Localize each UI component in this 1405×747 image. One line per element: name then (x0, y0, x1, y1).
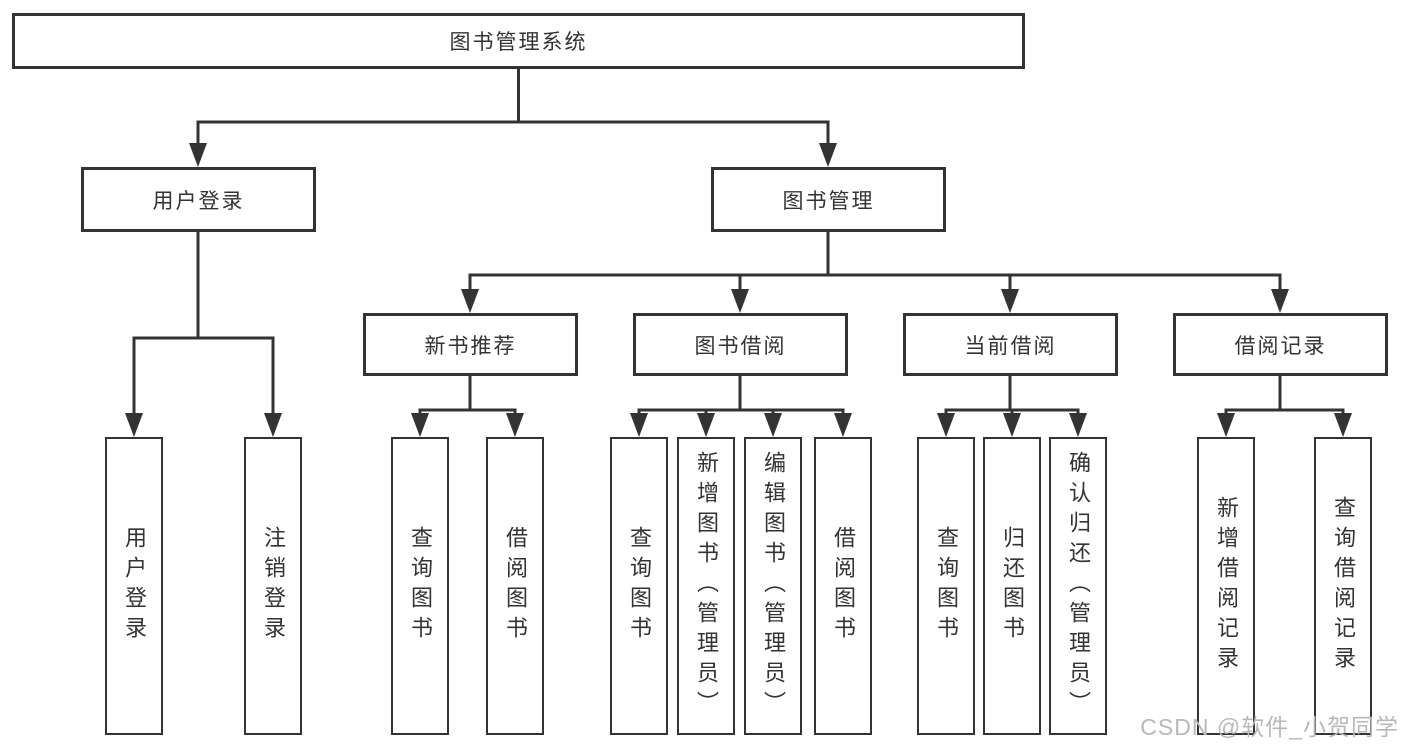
leaf-label: 新增图书（管理员） (694, 451, 719, 721)
leaf-label: 确认归还（管理员） (1066, 451, 1091, 721)
node-library-management-system: 图书管理系统 (12, 13, 1025, 69)
arrow-down-icon (461, 289, 479, 313)
arrow-down-icon (819, 143, 837, 167)
node-borrow-records: 借阅记录 (1173, 313, 1388, 376)
node-label: 图书管理 (782, 189, 875, 213)
node-label: 当前借阅 (964, 334, 1057, 358)
node-book-borrow: 图书借阅 (633, 313, 848, 376)
leaf-borrow-books: 借阅图书 (486, 437, 544, 735)
node-label: 用户登录 (152, 189, 245, 213)
arrow-down-icon (411, 413, 429, 437)
csdn-watermark: CSDN @软件_小贺同学 (1140, 714, 1399, 740)
node-new-book-recommend: 新书推荐 (363, 313, 578, 376)
arrow-down-icon (506, 413, 524, 437)
arrow-down-icon (834, 413, 852, 437)
arrow-down-icon (1217, 413, 1235, 437)
node-label: 图书管理系统 (449, 31, 588, 54)
arrow-down-icon (125, 413, 143, 437)
leaf-query-borrow-record: 查询借阅记录 (1314, 437, 1372, 735)
arrow-down-icon (1334, 413, 1352, 437)
leaf-label: 归还图书 (1000, 526, 1025, 646)
node-label: 借阅记录 (1234, 334, 1327, 358)
node-current-borrow: 当前借阅 (903, 313, 1118, 376)
arrow-down-icon (731, 289, 749, 313)
arrow-down-icon (630, 413, 648, 437)
leaf-edit-books-admin: 编辑图书（管理员） (744, 437, 802, 735)
leaf-query-books: 查询图书 (391, 437, 449, 735)
connector-root-to-level2 (196, 69, 830, 148)
leaf-query-books: 查询图书 (917, 437, 975, 735)
leaf-query-books: 查询图书 (610, 437, 668, 735)
node-label: 新书推荐 (424, 334, 517, 358)
connector-borrow-records-children (1224, 376, 1345, 420)
connector-new-book-children (418, 376, 517, 420)
node-user-login: 用户登录 (81, 167, 316, 232)
arrow-down-icon (1001, 289, 1019, 313)
leaf-return-books: 归还图书 (983, 437, 1041, 735)
connector-book-borrow-children (637, 376, 845, 420)
leaf-label: 查询图书 (408, 526, 433, 646)
leaf-user-login: 用户登录 (105, 437, 163, 735)
arrow-down-icon (264, 413, 282, 437)
node-label: 图书借阅 (694, 334, 787, 358)
leaf-label: 查询借阅记录 (1331, 496, 1356, 676)
leaf-confirm-return-admin: 确认归还（管理员） (1049, 437, 1107, 735)
arrow-down-icon (697, 413, 715, 437)
leaf-add-books-admin: 新增图书（管理员） (677, 437, 735, 735)
node-book-management: 图书管理 (711, 167, 946, 232)
leaf-borrow-books: 借阅图书 (814, 437, 872, 735)
arrow-down-icon (1271, 289, 1289, 313)
leaf-label: 用户登录 (122, 526, 147, 646)
connector-book-management-children (468, 232, 1282, 295)
leaf-add-borrow-record: 新增借阅记录 (1197, 437, 1255, 735)
arrow-down-icon (764, 413, 782, 437)
leaf-label: 编辑图书（管理员） (761, 451, 786, 721)
leaf-label: 借阅图书 (831, 526, 856, 646)
leaf-label: 新增借阅记录 (1214, 496, 1239, 676)
leaf-logout: 注销登录 (244, 437, 302, 735)
arrow-down-icon (937, 413, 955, 437)
arrow-down-icon (1003, 413, 1021, 437)
arrow-down-icon (189, 143, 207, 167)
connector-user-login-children (132, 232, 275, 420)
leaf-label: 查询图书 (934, 526, 959, 646)
leaf-label: 借阅图书 (503, 526, 528, 646)
leaf-label: 注销登录 (261, 526, 286, 646)
arrow-down-icon (1069, 413, 1087, 437)
leaf-label: 查询图书 (627, 526, 652, 646)
